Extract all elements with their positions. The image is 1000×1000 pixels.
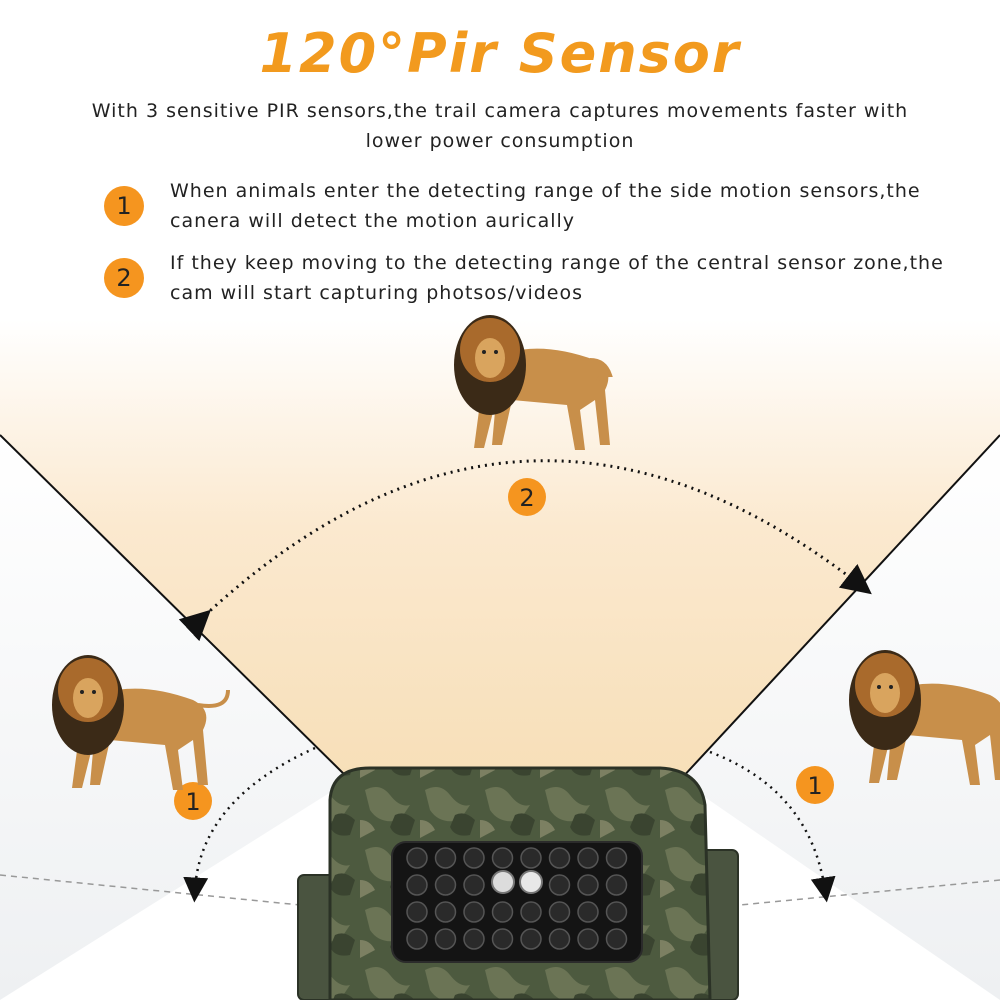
central-range-arc xyxy=(178,459,872,642)
page-title: 120°Pir Sensor xyxy=(259,22,741,85)
left-zone-label: 1 xyxy=(185,788,200,816)
right-zone-badge: 1 xyxy=(796,766,834,804)
ir-led xyxy=(463,847,485,869)
ir-led xyxy=(577,928,599,950)
ir-led xyxy=(434,847,457,869)
number-badge: 1 xyxy=(104,186,144,226)
point-text: When animals enter the detecting range o… xyxy=(170,180,921,232)
pir-lens xyxy=(491,870,515,894)
ir-led xyxy=(548,901,571,923)
ir-led xyxy=(577,874,599,896)
ir-led xyxy=(434,901,457,923)
ir-led xyxy=(577,847,599,869)
ir-led xyxy=(434,874,457,896)
ir-led xyxy=(548,847,571,869)
lion-center xyxy=(454,315,613,450)
ir-led xyxy=(548,874,571,896)
lion-right xyxy=(849,650,1000,785)
ir-led xyxy=(491,847,514,869)
ir-led xyxy=(406,901,428,923)
ir-led xyxy=(491,928,514,950)
ir-led xyxy=(520,901,542,923)
left-zone-badge: 1 xyxy=(174,782,212,820)
ir-led xyxy=(463,901,485,923)
ir-led xyxy=(434,928,457,950)
point-2: 2 If they keep moving to the detecting r… xyxy=(104,248,944,312)
point-1: 1 When animals enter the detecting range… xyxy=(104,176,944,240)
trail-camera xyxy=(297,766,739,1000)
ir-led xyxy=(605,901,628,923)
ir-led xyxy=(548,928,571,950)
right-zone-label: 1 xyxy=(807,772,822,800)
ir-led xyxy=(605,847,628,869)
center-zone-label: 2 xyxy=(519,484,534,512)
center-zone-badge: 2 xyxy=(508,478,546,516)
right-side-zone xyxy=(680,435,1000,1000)
point-text: If they keep moving to the detecting ran… xyxy=(170,252,944,304)
ir-led-array xyxy=(391,841,643,963)
ir-led xyxy=(520,928,542,950)
ir-led xyxy=(491,901,514,923)
ir-led xyxy=(577,901,599,923)
subtitle: With 3 sensitive PIR sensors,the trail c… xyxy=(91,100,909,152)
ir-leds xyxy=(406,847,628,950)
number-badge: 2 xyxy=(104,258,144,298)
ir-led xyxy=(463,928,485,950)
ir-led xyxy=(406,847,428,869)
ir-led xyxy=(463,874,485,896)
ir-led xyxy=(605,874,628,896)
left-zone-boundary xyxy=(0,434,351,781)
left-range-arc xyxy=(183,746,316,903)
lion-left xyxy=(52,655,230,790)
ir-led xyxy=(520,847,542,869)
ir-led xyxy=(406,874,428,896)
central-detection-zone xyxy=(0,320,1000,780)
ir-led xyxy=(605,928,628,950)
camera-lens xyxy=(519,870,543,894)
ir-led xyxy=(406,928,428,950)
